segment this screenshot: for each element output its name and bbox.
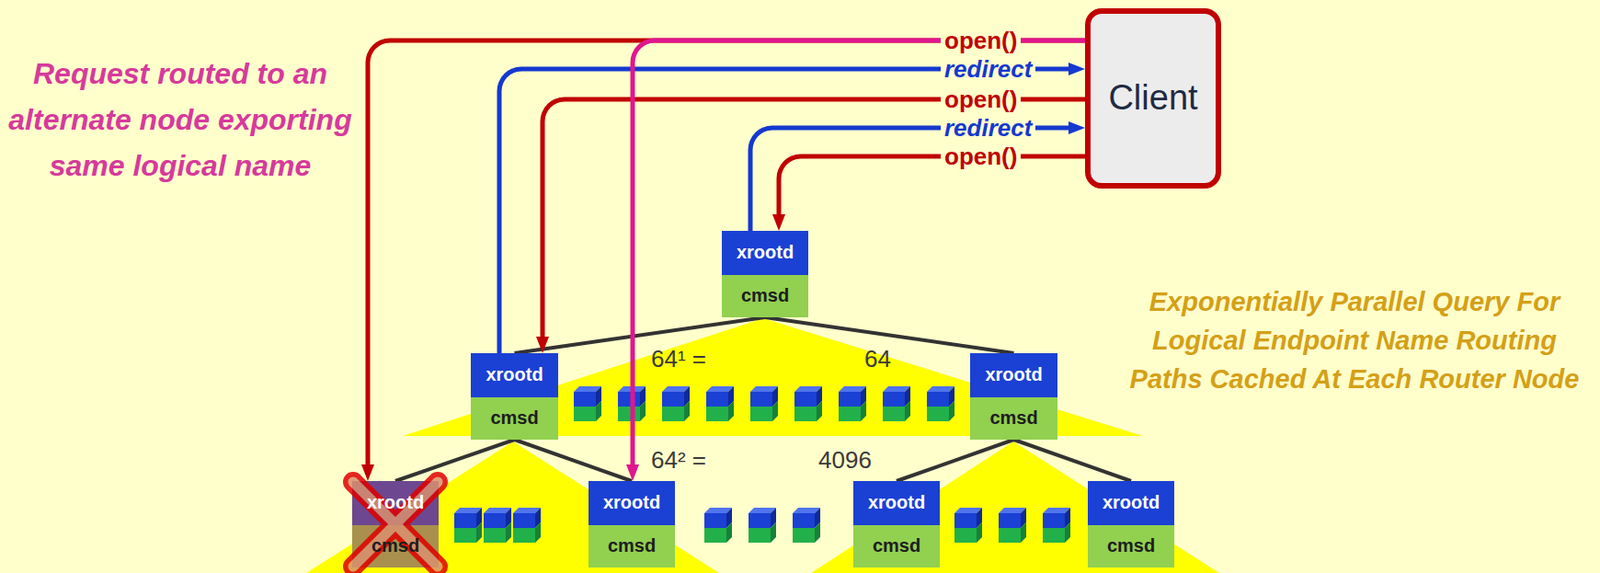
tree-link — [1014, 439, 1132, 481]
server-cube — [792, 507, 821, 543]
tree-links — [395, 317, 1132, 481]
service-label: cmsd — [741, 274, 789, 318]
server-cube — [704, 507, 732, 543]
daemon-label: xrootd — [736, 230, 794, 275]
request-arrow — [632, 40, 1086, 470]
count-label: 64 — [864, 344, 892, 373]
arrow-label: open() — [940, 143, 1021, 171]
daemon-label: xrootd — [366, 480, 424, 525]
fanout-triangle — [811, 441, 1220, 573]
arrow-label: redirect — [940, 114, 1036, 142]
daemon-label: xrootd — [1102, 480, 1160, 525]
service-label: cmsd — [989, 396, 1038, 440]
service-label: cmsd — [490, 396, 538, 440]
request-arrow — [542, 99, 1086, 343]
daemon-label: xrootd — [984, 353, 1042, 397]
count-label: 64² = — [651, 445, 707, 474]
server-node: xrootdcmsd — [853, 480, 940, 568]
server-cube — [954, 507, 983, 543]
server-cube — [573, 386, 602, 422]
daemon-label: xrootd — [485, 353, 543, 397]
client-box: Client — [1085, 8, 1222, 189]
count-label: 64¹ = — [651, 344, 707, 373]
arrow-label: redirect — [940, 56, 1036, 83]
server-node: xrootdcmsd — [721, 230, 809, 318]
arrow-label: open() — [940, 27, 1021, 55]
server-cube — [838, 386, 867, 422]
daemon-label: xrootd — [603, 480, 661, 525]
service-label: cmsd — [607, 524, 656, 568]
server-cube — [926, 386, 955, 422]
note-text: Request routed to an alternate node expo… — [5, 50, 355, 189]
server-cube — [706, 386, 734, 422]
service-label: cmsd — [872, 524, 921, 568]
note-text: Exponentially Parallel Query For Logical… — [1114, 282, 1595, 399]
tree-link — [395, 439, 515, 481]
count-label: 4096 — [818, 445, 872, 474]
server-cube — [794, 386, 823, 422]
request-arrows — [367, 40, 1086, 470]
server-cube — [483, 507, 512, 543]
arrow-label: open() — [940, 86, 1021, 114]
server-node: xrootdcmsd — [588, 480, 675, 568]
server-cube — [750, 386, 778, 422]
daemon-label: xrootd — [868, 480, 926, 525]
request-arrow — [499, 68, 1075, 354]
server-cube — [454, 507, 482, 543]
server-cube — [882, 386, 911, 422]
server-node: xrootdcmsd — [470, 353, 559, 440]
server-cube — [998, 507, 1027, 543]
client-label: Client — [1108, 77, 1198, 120]
service-label: cmsd — [1107, 524, 1155, 568]
request-arrow — [750, 127, 1075, 231]
tree-link — [896, 439, 1015, 481]
server-cube — [513, 507, 541, 543]
service-label: cmsd — [371, 524, 420, 568]
server-cube — [748, 507, 777, 543]
server-node: xrootdcmsd — [1087, 480, 1175, 568]
request-arrow — [778, 156, 1086, 220]
cross-mark — [353, 481, 438, 567]
server-cube — [1042, 507, 1071, 543]
server-cube — [662, 386, 690, 422]
failed-overlay — [352, 480, 439, 568]
tree-link — [514, 317, 766, 354]
request-arrow — [367, 40, 1086, 470]
server-node: xrootdcmsd — [970, 353, 1058, 440]
tree-link — [514, 439, 633, 481]
